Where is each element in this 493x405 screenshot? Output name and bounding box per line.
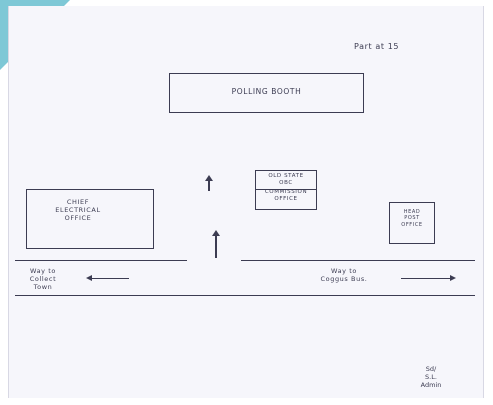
polling-booth-box [169,73,364,113]
office-center-line-4: OFFICE [274,195,298,202]
corner-note: Part at 15 [354,42,400,51]
way-right-line-2: Coggus Bus. [320,275,368,284]
office-right-line-3: OFFICE [401,221,423,228]
commission-office-box [255,170,317,210]
paper-sheet: Part at 15 POLLING BOOTH CHIEF ELECTRICA… [8,6,484,398]
commission-office-divider [255,189,317,190]
office-right-line-1: HEAD [403,209,421,215]
office-right-line-2: POST [404,215,420,222]
signature-line-1: Sd/ [425,365,437,373]
road-edge-bottom [15,295,475,296]
arrow-right [401,275,456,281]
post-office-label: HEAD POST OFFICE [390,209,434,228]
way-right-line-1: Way to [330,267,358,275]
office-center-line-2: OBC [279,179,293,186]
chief-electrical-office-box [26,189,154,249]
way-right-label: Way to Coggus Bus. [299,267,389,283]
post-office-box [389,202,435,244]
office-left-line-3: OFFICE [64,214,92,223]
office-left-line-1: CHIEF [66,198,90,206]
signature-line-2: S.L. [425,372,437,381]
arrow-left [86,275,129,281]
office-left-line-2: ELECTRICAL [55,206,101,215]
road-edge-right [241,260,475,261]
signature-line-3: Admin [420,380,442,389]
office-center-line-3: COMMISSION [264,188,308,195]
way-left-line-1: Way to [29,267,57,275]
way-left-line-2: Collect [29,275,57,284]
chief-electrical-office-label: CHIEF ELECTRICAL OFFICE [34,198,122,222]
commission-office-label: OLD STATE OBC COMMISSION OFFICE [256,173,316,203]
polling-booth-label: POLLING BOOTH [231,87,302,96]
way-left-label: Way to Collect Town [17,267,69,291]
office-center-line-1: OLD STATE [268,173,304,179]
way-left-line-3: Town [33,283,53,292]
signature: Sd/ S.L. Admin [411,365,451,389]
road-edge-left [15,260,187,261]
